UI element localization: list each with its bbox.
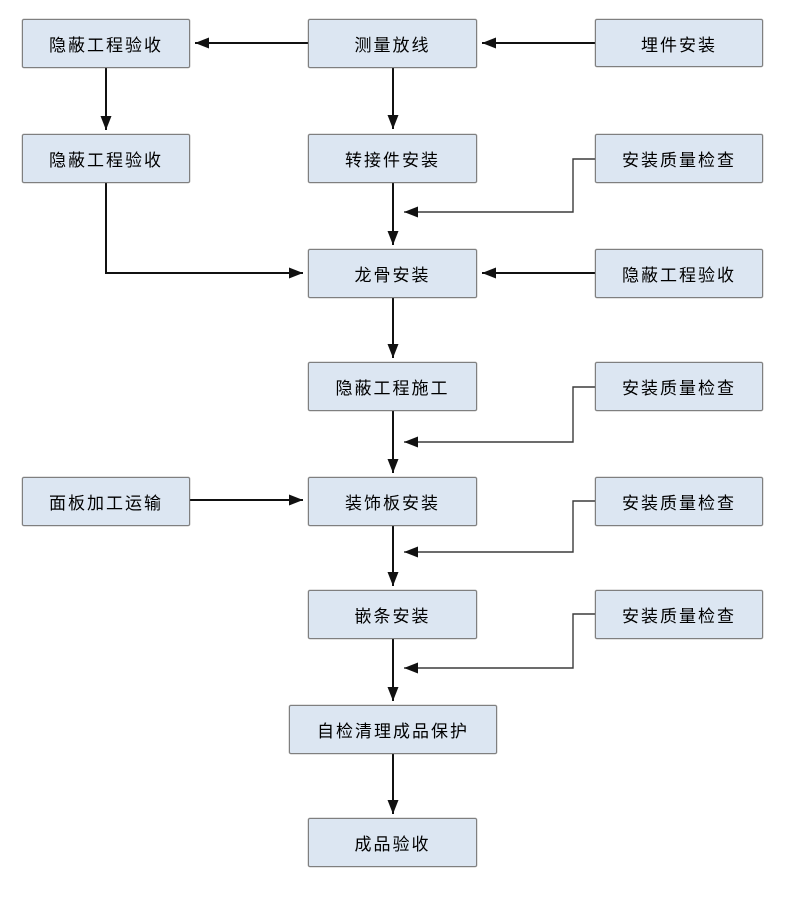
node-hidden-work-acceptance-1: 隐蔽工程验收 [22,19,190,68]
node-hidden-work-construction: 隐蔽工程施工 [308,362,477,411]
node-hidden-work-acceptance-3: 隐蔽工程验收 [595,249,763,298]
node-hidden-work-acceptance-2: 隐蔽工程验收 [22,134,190,183]
node-self-check-cleanup-protection: 自检清理成品保护 [289,705,497,754]
node-keel-install: 龙骨安装 [308,249,477,298]
node-quality-check-1: 安装质量检查 [595,134,763,183]
edge-acceptance2-to-keel [105,183,303,279]
node-panel-processing-transport: 面板加工运输 [22,477,190,526]
node-decorative-panel-install: 装饰板安装 [308,477,477,526]
node-quality-check-3: 安装质量检查 [595,477,763,526]
node-measure-layout: 测量放线 [308,19,477,68]
node-inlay-strip-install: 嵌条安装 [308,590,477,639]
node-embedded-parts-install: 埋件安装 [595,19,763,67]
node-adapter-install: 转接件安装 [308,134,477,183]
node-quality-check-4: 安装质量检查 [595,590,763,639]
node-quality-check-2: 安装质量检查 [595,362,763,411]
node-finished-product-acceptance: 成品验收 [308,818,477,867]
